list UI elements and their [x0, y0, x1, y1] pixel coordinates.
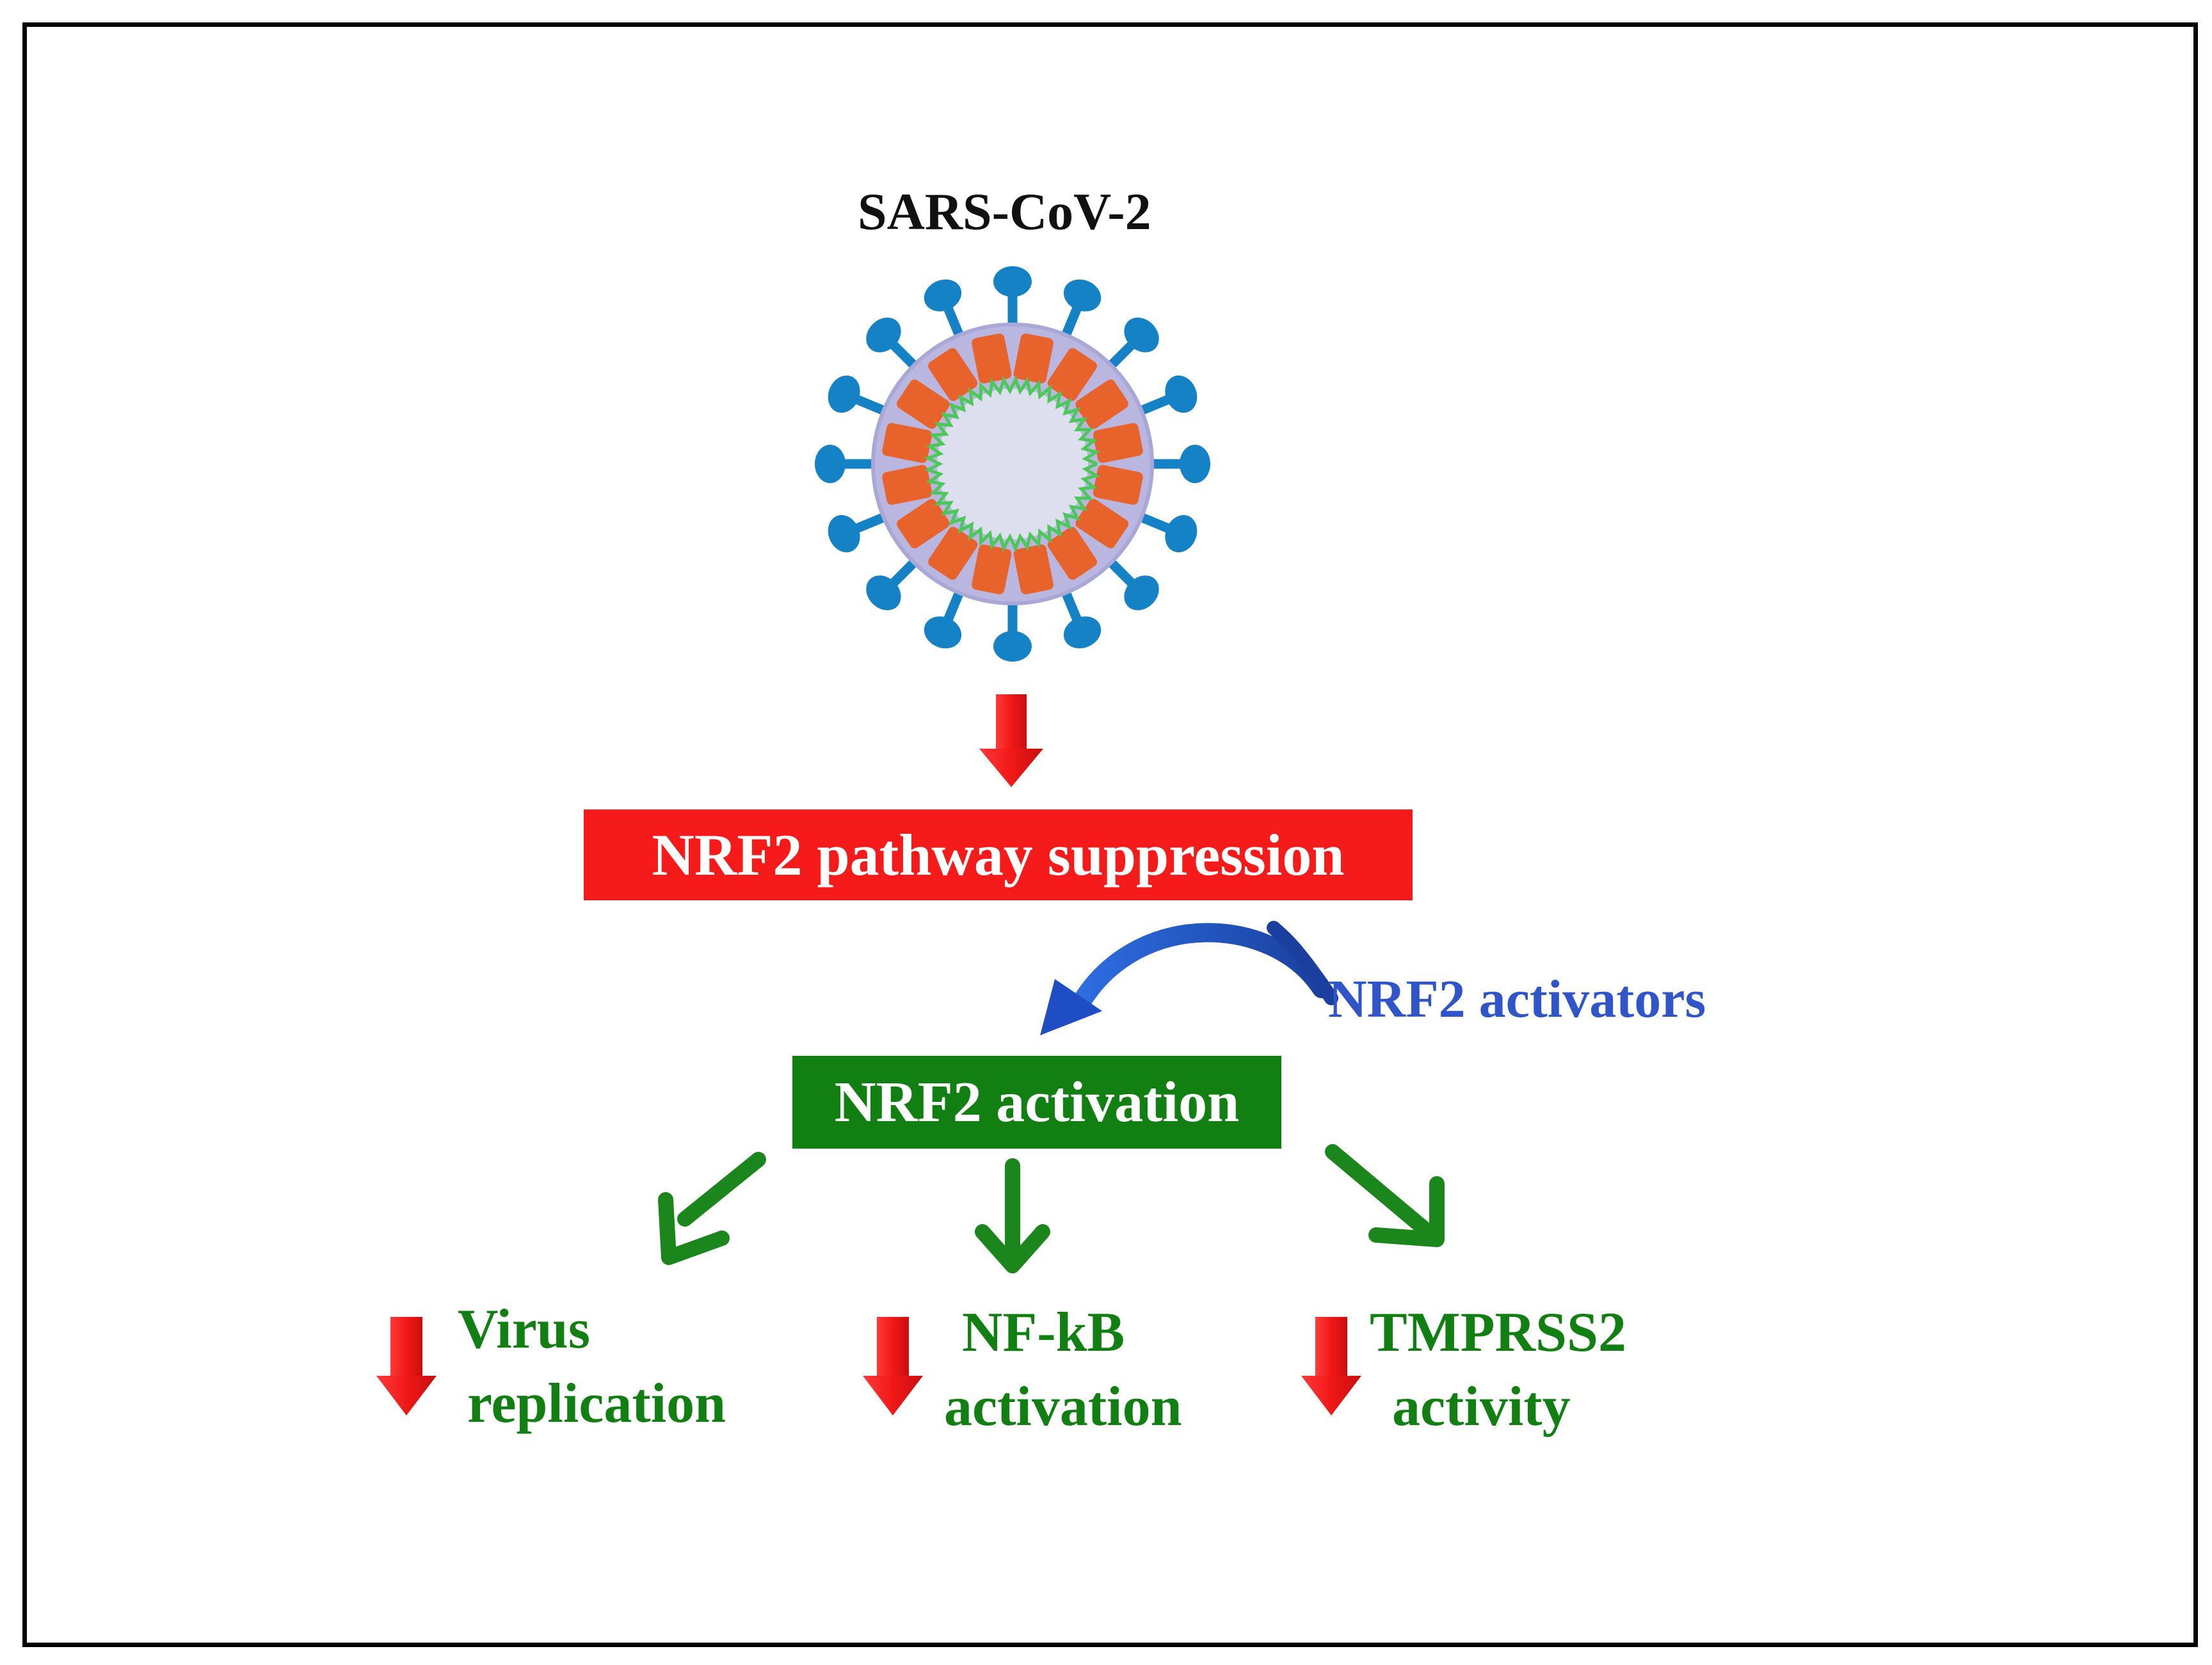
- branch-arrow-right: [1325, 1144, 1445, 1247]
- virus-title: SARS-CoV-2: [858, 182, 1151, 241]
- outcome-label-line1: NF-kB: [962, 1302, 1125, 1364]
- branch-arrow-left: [658, 1152, 766, 1265]
- red-down-arrow-icon: [1301, 1317, 1361, 1415]
- red-down-arrow-icon: [376, 1317, 437, 1415]
- activators-curved-arrow: [1040, 921, 1338, 1035]
- outcome-nfkb-activation: NF-kB activation: [944, 1296, 1182, 1444]
- outcome-virus-replication: Virus replication: [458, 1293, 726, 1441]
- branch-arrow-middle: [975, 1158, 1050, 1273]
- outcome-label-line1: Virus: [458, 1298, 590, 1360]
- red-down-arrow-icon: [863, 1317, 923, 1415]
- outcome-label-line2: activity: [1392, 1376, 1571, 1438]
- outcome-tmprss2-activity: TMPRSS2 activity: [1370, 1296, 1626, 1444]
- nrf2-activation-box: NRF2 activation: [792, 1056, 1281, 1149]
- nrf2-suppression-box: NRF2 pathway suppression: [584, 809, 1413, 900]
- virus-to-suppression-arrow: [979, 694, 1043, 787]
- outcome-label-line1: TMPRSS2: [1370, 1302, 1626, 1364]
- nrf2-activators-label: NRF2 activators: [1328, 969, 1706, 1029]
- coronavirus-particle-icon: [815, 266, 1210, 662]
- outcome-label-line2: activation: [944, 1376, 1182, 1438]
- outcome-label-line2: replication: [467, 1373, 726, 1435]
